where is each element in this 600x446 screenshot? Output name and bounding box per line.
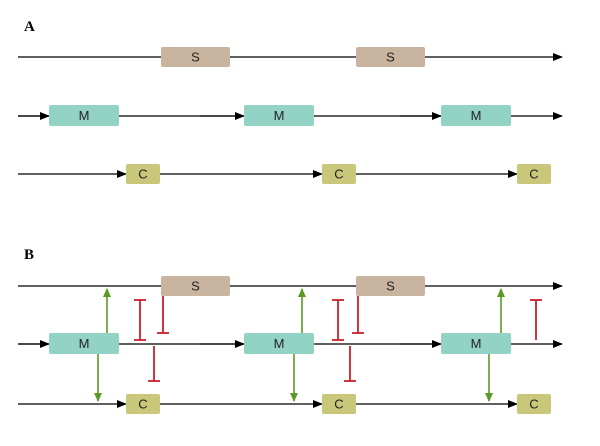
inhibition-bars (134, 296, 542, 382)
c-node-label: C (334, 397, 343, 412)
c-node: C (322, 394, 356, 414)
s-node: S (161, 276, 230, 296)
s-node-box (356, 276, 425, 296)
panel-b: B S S M M (18, 247, 563, 414)
s-node-box (161, 47, 230, 67)
panel-a: A S S M M (18, 19, 563, 184)
panel-a-label: A (24, 19, 35, 35)
c-node: C (517, 394, 551, 414)
s-node: S (161, 47, 230, 67)
m-node: M (49, 105, 119, 126)
inhibition-bar (332, 299, 344, 341)
m-node-label: M (79, 108, 90, 123)
panel-b-m-track: M M M (18, 333, 563, 354)
inhibition-bar (344, 346, 356, 382)
m-node-label: M (274, 336, 285, 351)
c-node-box (322, 164, 356, 184)
inhibition-bar (352, 296, 364, 334)
m-node: M (49, 333, 119, 354)
panel-b-c-track: C C C (18, 394, 551, 414)
inhibition-bar (134, 299, 146, 341)
inhibition-bar (530, 299, 542, 340)
c-node-label: C (138, 397, 147, 412)
s-node-box (356, 47, 425, 67)
m-node-label: M (471, 108, 482, 123)
inhibition-bar (148, 346, 160, 382)
c-node-label: C (334, 167, 343, 182)
s-node-label: S (191, 50, 200, 65)
s-node: S (356, 276, 425, 296)
c-node-label: C (529, 397, 538, 412)
m-node-box (244, 333, 314, 354)
c-node-label: C (138, 167, 147, 182)
panel-b-s-track: S S (18, 276, 563, 296)
m-node: M (244, 333, 314, 354)
s-node-label: S (386, 279, 395, 294)
panel-a-c-track: C C C (18, 164, 551, 184)
c-node-box (126, 164, 160, 184)
c-node: C (126, 394, 160, 414)
m-node: M (244, 105, 314, 126)
c-node: C (322, 164, 356, 184)
m-node-box (244, 105, 314, 126)
m-node-box (441, 105, 511, 126)
m-node-box (441, 333, 511, 354)
c-node-label: C (529, 167, 538, 182)
s-node: S (356, 47, 425, 67)
s-node-box (161, 276, 230, 296)
c-node-box (126, 394, 160, 414)
panel-a-s-track: S S (18, 47, 563, 67)
activation-arrows (94, 288, 505, 402)
m-node-label: M (274, 108, 285, 123)
panel-b-label: B (24, 247, 34, 263)
c-node-box (517, 394, 551, 414)
s-node-label: S (386, 50, 395, 65)
m-node: M (441, 105, 511, 126)
m-node-box (49, 105, 119, 126)
m-node-label: M (79, 336, 90, 351)
c-node: C (517, 164, 551, 184)
c-node-box (322, 394, 356, 414)
inhibition-bar (157, 296, 169, 334)
m-node-label: M (471, 336, 482, 351)
c-node-box (517, 164, 551, 184)
panel-a-m-track: M M M (18, 105, 563, 126)
m-node-box (49, 333, 119, 354)
m-node: M (441, 333, 511, 354)
s-node-label: S (191, 279, 200, 294)
c-node: C (126, 164, 160, 184)
